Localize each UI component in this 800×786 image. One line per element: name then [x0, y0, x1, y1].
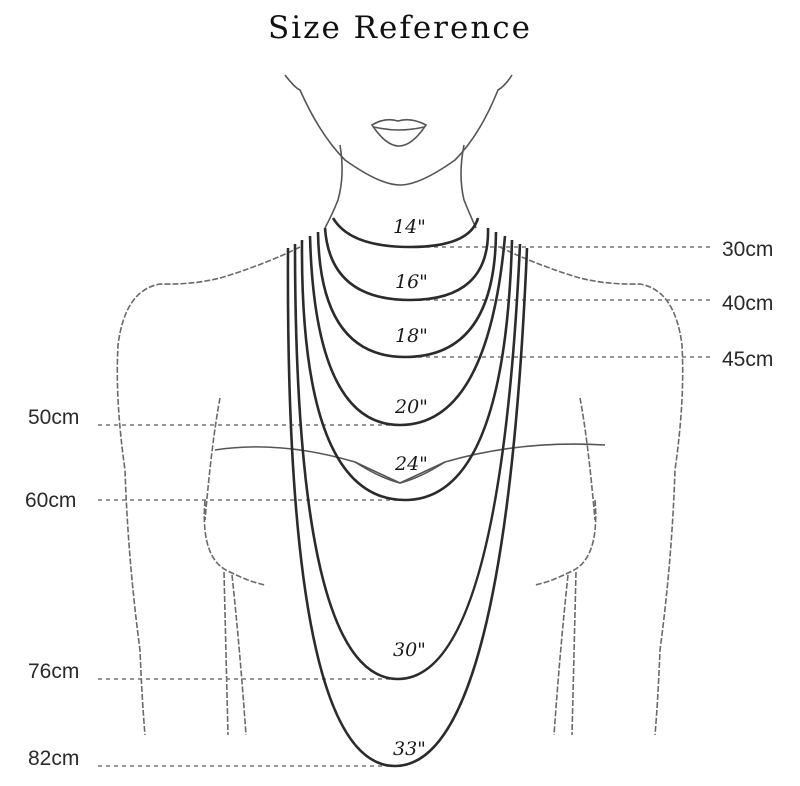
chain-16: [323, 227, 490, 302]
chain-14: [331, 217, 480, 249]
chain-33: [286, 247, 529, 768]
inch-label-18: 18": [395, 325, 428, 347]
chain-18: [316, 231, 498, 359]
cm-label-40: 40cm: [722, 292, 773, 315]
cm-label-60: 60cm: [25, 489, 76, 512]
inch-labels: 14" 16" 18" 20" 24" 30" 33": [393, 216, 428, 760]
lips-icon: [370, 118, 428, 147]
cm-label-50: 50cm: [28, 406, 79, 429]
cm-label-45: 45cm: [722, 348, 773, 371]
inch-label-16: 16": [395, 271, 428, 293]
cm-label-30: 30cm: [722, 238, 773, 261]
page-title: Size Reference: [267, 10, 533, 46]
figure-outline: [116, 74, 684, 736]
inch-label-33: 33": [393, 738, 426, 760]
cm-labels: 30cm 40cm 45cm 50cm 60cm 76cm 82cm: [25, 238, 773, 770]
inch-label-14: 14": [393, 216, 426, 238]
cm-label-76: 76cm: [28, 660, 79, 683]
inch-label-24: 24": [394, 453, 428, 475]
chain-20: [308, 235, 507, 427]
cm-label-82: 82cm: [28, 747, 79, 770]
measurement-guides: [98, 246, 712, 767]
inch-label-20: 20": [394, 396, 428, 418]
chain-24: [300, 239, 514, 502]
necklace-chains: [286, 217, 529, 768]
chain-30: [293, 243, 522, 681]
inch-label-30: 30": [393, 639, 426, 661]
